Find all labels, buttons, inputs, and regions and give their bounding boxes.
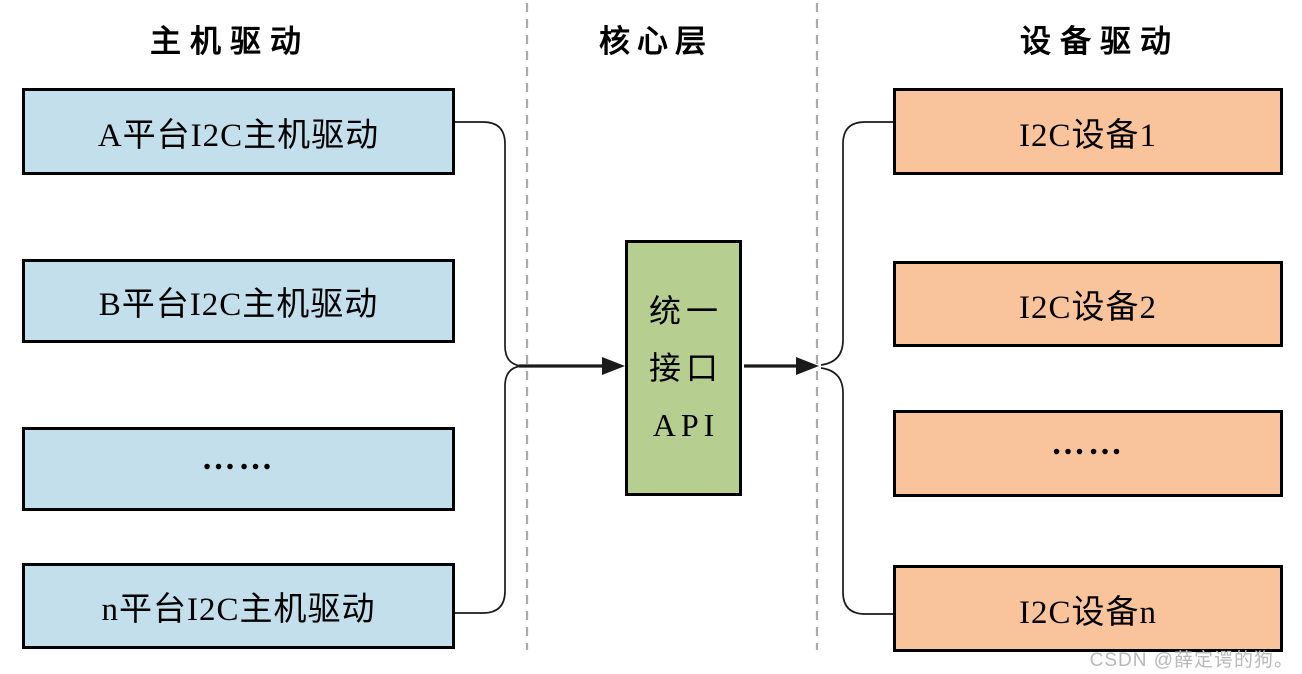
host-box-platform-a: A平台I2C主机驱动	[22, 88, 455, 175]
csdn-watermark: CSDN @薛定谔的狗。	[1089, 650, 1294, 671]
host-box-platform-b: B平台I2C主机驱动	[22, 259, 455, 343]
device-box-ellipsis-label: ……	[1051, 424, 1125, 462]
host-column-title: 主机驱动	[150, 24, 310, 59]
connector-core-to-deviceN	[820, 367, 893, 615]
device-box-n-label: I2C设备n	[1019, 594, 1157, 631]
core-column-title: 核心层	[599, 24, 713, 59]
core-api-line-1: 统一	[648, 292, 723, 329]
device-box-1-label: I2C设备1	[1019, 117, 1157, 154]
device-box-2-label: I2C设备2	[1019, 290, 1157, 326]
host-box-platform-a-label: A平台I2C主机驱动	[97, 117, 380, 154]
arrow-right-head	[796, 357, 819, 375]
host-box-platform-n-label: n平台I2C主机驱动	[101, 592, 376, 628]
host-box-platform-n: n平台I2C主机驱动	[22, 563, 455, 649]
connector-hostA-to-core	[455, 121, 522, 367]
host-box-ellipsis: ……	[22, 427, 455, 511]
core-api-box: 统一 接口 API	[625, 240, 742, 496]
core-api-line-3: API	[652, 406, 720, 443]
device-box-ellipsis: ……	[893, 410, 1283, 497]
device-box-n: I2C设备n	[893, 565, 1283, 652]
host-box-platform-b-label: B平台I2C主机驱动	[98, 287, 379, 323]
host-box-ellipsis-label: ……	[201, 439, 276, 477]
arrow-left-head	[602, 357, 625, 375]
connector-hostN-to-core	[453, 365, 522, 614]
device-box-1: I2C设备1	[893, 88, 1283, 175]
device-column-title: 设备驱动	[1020, 24, 1180, 59]
connector-core-to-device1	[820, 121, 893, 366]
core-api-line-2: 接口	[648, 349, 723, 386]
device-box-2: I2C设备2	[893, 261, 1283, 347]
